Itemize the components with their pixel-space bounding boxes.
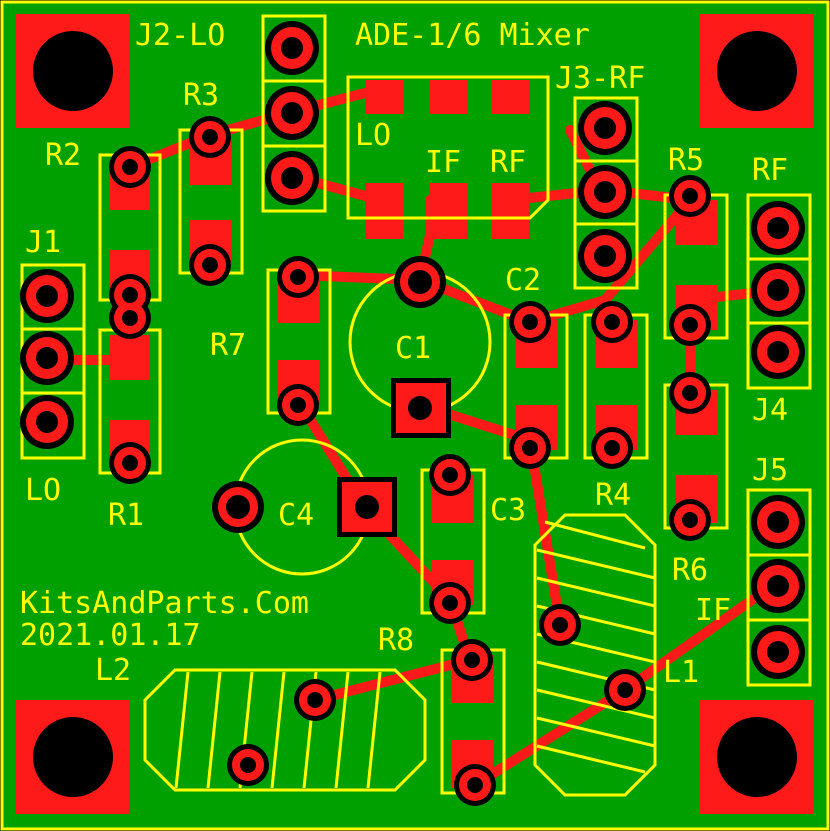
label-r6: R6 bbox=[672, 553, 708, 588]
label-j3: J3-RF bbox=[555, 61, 645, 96]
header-j2-outline bbox=[261, 14, 327, 213]
label-j5: J5 bbox=[752, 453, 788, 488]
label-c1: C1 bbox=[395, 331, 431, 366]
ic-pad-4 bbox=[365, 183, 403, 239]
label-r8: R8 bbox=[378, 623, 414, 658]
header-j5-outline bbox=[746, 488, 812, 687]
trace-lo-in bbox=[125, 88, 370, 172]
inductor-l1-outline bbox=[533, 513, 657, 797]
header-j4-outline bbox=[746, 193, 812, 390]
label-j1-lo: LO bbox=[25, 473, 61, 508]
mounting-hole-top-right bbox=[717, 31, 797, 111]
header-j3-outline bbox=[573, 96, 639, 290]
label-r7: R7 bbox=[210, 328, 246, 363]
label-j4: J4 bbox=[752, 393, 788, 428]
maker-label: KitsAndParts.Com bbox=[20, 586, 309, 621]
label-r3: R3 bbox=[183, 78, 219, 113]
silkscreen-text: ADE-1/6 Mixer J2-LO J3-RF R3 R2 LO IF RF… bbox=[20, 18, 788, 690]
ic-label-rf: RF bbox=[490, 145, 526, 180]
th-pads bbox=[20, 21, 805, 806]
label-c3: C3 bbox=[490, 493, 526, 528]
inductor-windings bbox=[174, 520, 656, 789]
inductor-l2-outline bbox=[143, 668, 427, 792]
label-j5-if: IF bbox=[695, 593, 731, 628]
ic-label-lo: LO bbox=[355, 118, 391, 153]
trace-l2-r8 bbox=[310, 655, 475, 705]
ic-pad-2 bbox=[430, 80, 468, 114]
trace-r7-c4 bbox=[293, 395, 475, 665]
label-r5: R5 bbox=[668, 143, 704, 178]
mounting-holes bbox=[16, 14, 814, 814]
label-r2: R2 bbox=[45, 138, 81, 173]
mounting-hole-bottom-left bbox=[33, 717, 113, 797]
label-j2: J2-LO bbox=[135, 18, 225, 53]
label-j4-top: RF bbox=[752, 153, 788, 188]
ic-outline bbox=[346, 75, 550, 220]
date-label: 2021.01.17 bbox=[20, 618, 201, 653]
label-r1: R1 bbox=[108, 498, 144, 533]
ic-label-if: IF bbox=[425, 145, 461, 180]
mounting-hole-top-left bbox=[33, 31, 113, 111]
label-j1: J1 bbox=[25, 225, 61, 260]
mounting-hole-bottom-right bbox=[717, 717, 797, 797]
label-c4: C4 bbox=[278, 498, 314, 533]
ic-pad-1 bbox=[365, 80, 403, 114]
ic-pad-5 bbox=[430, 183, 468, 239]
ic-pad-6 bbox=[492, 183, 530, 239]
ic-pad-3 bbox=[492, 80, 530, 114]
label-r4: R4 bbox=[595, 478, 631, 513]
ic-pads bbox=[365, 80, 530, 239]
label-c2: C2 bbox=[505, 263, 541, 298]
board-title: ADE-1/6 Mixer bbox=[355, 18, 590, 53]
label-l1: L1 bbox=[663, 655, 699, 690]
label-l2: L2 bbox=[95, 653, 131, 688]
